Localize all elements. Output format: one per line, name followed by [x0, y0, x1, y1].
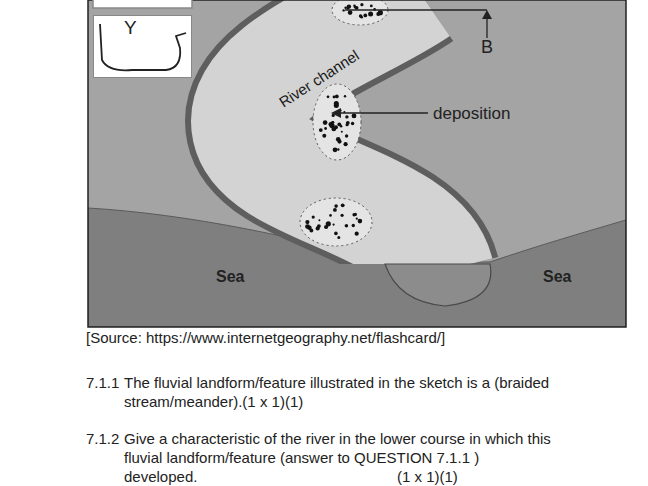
sediment-dot — [347, 4, 351, 8]
sediment-dot — [329, 122, 334, 127]
sediment-dot — [323, 120, 328, 125]
river-bank — [247, 0, 438, 264]
sediment-dot — [344, 95, 346, 97]
sediment-dot — [334, 204, 338, 208]
deposit-zone — [313, 84, 361, 160]
sediment-dot — [310, 229, 314, 233]
sediment-dot — [322, 134, 326, 138]
sediment-dot — [355, 232, 359, 236]
sediment-dot — [334, 101, 339, 106]
sediment-dot — [352, 224, 355, 227]
sediment-dot — [359, 220, 361, 222]
sediment-dot — [312, 216, 315, 219]
sediment-dot — [334, 125, 338, 129]
question-text: The fluvial landform/feature illustrated… — [124, 373, 596, 411]
sediment-dot — [332, 121, 335, 124]
sediment-dot — [352, 114, 357, 119]
sediment-dot — [319, 128, 323, 132]
sediment-dot — [337, 236, 340, 239]
sediment-dot — [327, 95, 330, 98]
sediment-dot — [335, 95, 339, 99]
sediment-dot — [348, 10, 353, 15]
leader-line — [486, 18, 487, 38]
sediment-dot — [336, 137, 341, 142]
sediment-dot — [305, 220, 309, 224]
channel-profile — [100, 24, 186, 70]
sediment-dot — [363, 14, 367, 18]
deposit-zone — [300, 198, 372, 246]
mark-allocation: (1 x 1)(1) — [397, 467, 458, 486]
sediment-dot — [342, 9, 344, 11]
sediment-dot — [341, 203, 345, 207]
point-label: B — [481, 38, 493, 57]
sea-label: Sea — [543, 267, 571, 286]
process-label: deposition — [433, 104, 511, 123]
source-note: [Source: https://www.internetgeography.n… — [86, 328, 445, 347]
sediment-dot — [344, 6, 347, 9]
inset-box: Y — [93, 15, 192, 78]
sediment-dot — [341, 131, 343, 133]
sediment-dot — [345, 134, 348, 137]
sediment-dot — [334, 232, 338, 236]
sediment-dot — [329, 214, 332, 217]
frame — [88, 0, 626, 327]
sediment-dot — [340, 125, 343, 128]
sea-label: Sea — [216, 267, 244, 286]
sediment-dot — [331, 121, 334, 124]
sediment-dot — [377, 13, 380, 16]
sediment-dot — [354, 6, 357, 9]
sediment-dot — [337, 148, 339, 150]
question-number: 7.1.1 — [86, 373, 119, 392]
sediment-dot — [360, 3, 363, 6]
sediment-dot — [370, 5, 373, 8]
inset-letter: Y — [124, 18, 137, 38]
arrowhead — [482, 10, 492, 19]
sediment-dot — [360, 16, 363, 19]
sediment-dot — [368, 12, 373, 17]
sediment-dot — [333, 224, 335, 226]
inset-box — [93, 0, 192, 8]
sediment-dot — [345, 115, 348, 118]
sediment-dot — [318, 219, 320, 221]
sediment-dot — [333, 147, 338, 152]
sediment-dot — [356, 218, 358, 220]
sediment-dot — [351, 122, 354, 125]
section-line — [345, 9, 487, 10]
sediment-dot — [324, 225, 328, 229]
sediment-dot — [344, 142, 348, 146]
sediment-dot — [354, 213, 357, 216]
leader-line — [340, 112, 428, 113]
question-number: 7.1.2 — [86, 429, 119, 448]
deposition-dots — [300, 0, 388, 246]
sediment-dot — [345, 224, 349, 228]
cross-section — [94, 16, 193, 79]
question-text: Give a characteristic of the river in th… — [124, 429, 556, 486]
arrowhead — [331, 108, 341, 118]
sediment-dot — [358, 219, 363, 224]
sediment-dot — [333, 96, 336, 99]
sediment-dot — [359, 14, 363, 18]
river-channel — [247, 0, 438, 264]
river-mouth — [385, 264, 491, 306]
sediment-dot — [346, 121, 350, 125]
deposit-zone — [332, 0, 388, 25]
sediment-dot — [333, 208, 337, 212]
sediment-dot — [341, 214, 344, 217]
sediment-dot — [324, 127, 327, 130]
sediment-dot — [316, 226, 320, 230]
sediment-dot — [378, 10, 383, 15]
